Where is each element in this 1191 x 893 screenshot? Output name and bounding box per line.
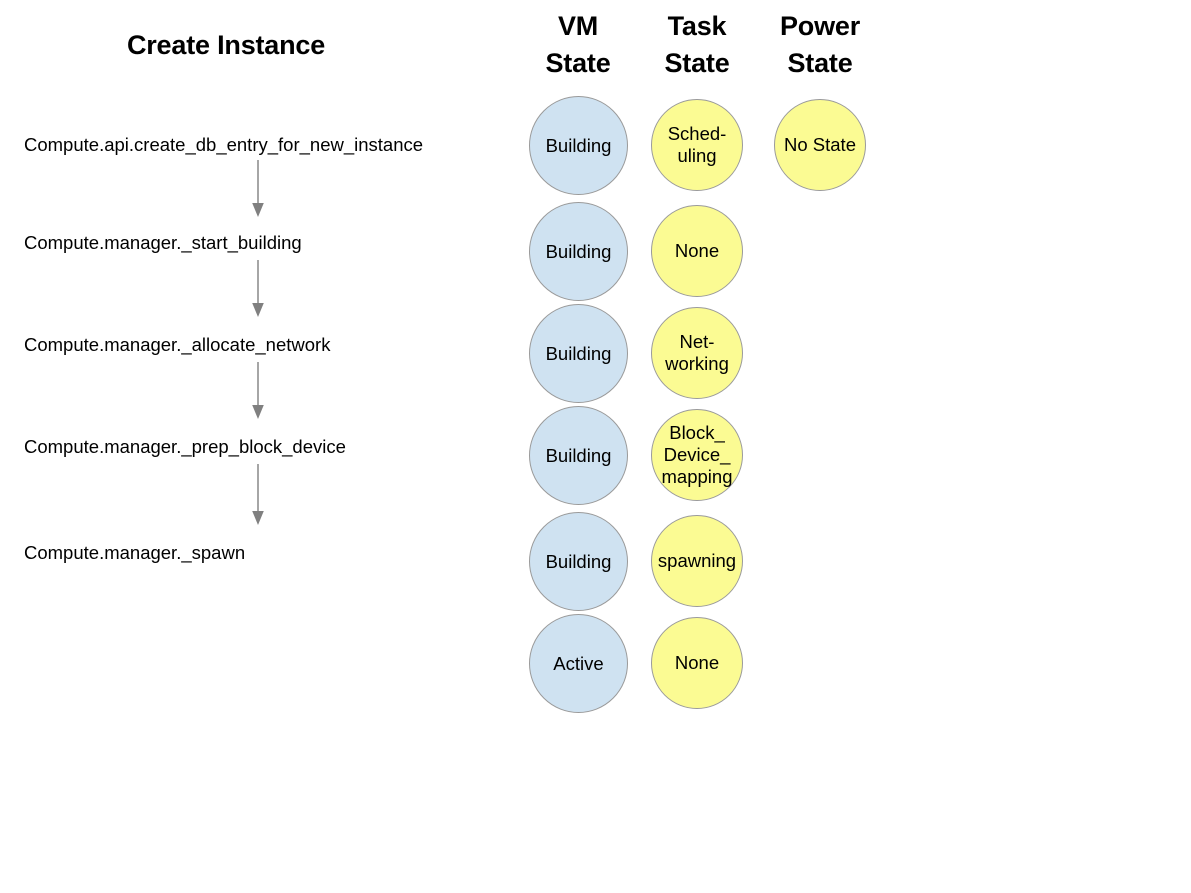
down-arrow-icon-2: [249, 260, 267, 318]
column-header-task-state-line1: Task: [667, 11, 727, 41]
column-header-power-state: Power State: [745, 8, 895, 82]
task-state-circle-4[interactable]: Block_ Device_ mapping: [651, 409, 743, 501]
step-label-3: Compute.manager._allocate_network: [24, 334, 331, 355]
task-state-circle-1[interactable]: Sched- uling: [651, 99, 743, 191]
task-state-circle-6[interactable]: None: [651, 617, 743, 709]
vm-state-label-2: Building: [545, 240, 612, 262]
down-arrow-icon-3: [249, 362, 267, 420]
step-label-2: Compute.manager._start_building: [24, 232, 302, 253]
vm-state-label-5: Building: [545, 550, 612, 572]
column-header-power-state-line2: State: [787, 48, 853, 78]
vm-state-label-3: Building: [545, 342, 612, 364]
column-header-power-state-line1: Power: [779, 11, 861, 41]
step-label-1: Compute.api.create_db_entry_for_new_inst…: [24, 134, 424, 155]
vm-state-circle-2[interactable]: Building: [529, 202, 628, 301]
task-state-label-6: None: [674, 652, 720, 673]
down-arrow-icon-1: [249, 160, 267, 218]
column-header-vm-state: VM State: [503, 8, 653, 82]
vm-state-label-1: Building: [545, 134, 612, 156]
task-state-label-3: Net- working: [665, 331, 729, 374]
power-state-circle-1[interactable]: No State: [774, 99, 866, 191]
task-state-label-1: Sched- uling: [667, 123, 727, 166]
task-state-circle-3[interactable]: Net- working: [651, 307, 743, 399]
power-state-label-1: No State: [784, 134, 856, 155]
task-state-label-2: None: [674, 240, 720, 261]
vm-state-circle-5[interactable]: Building: [529, 512, 628, 611]
vm-state-circle-3[interactable]: Building: [529, 304, 628, 403]
vm-state-circle-6[interactable]: Active: [529, 614, 628, 713]
page-title: Create Instance: [126, 30, 326, 60]
vm-state-circle-1[interactable]: Building: [529, 96, 628, 195]
column-header-vm-state-line2: State: [545, 48, 611, 78]
column-header-task-state: Task State: [622, 8, 772, 82]
task-state-label-5: spawning: [657, 550, 737, 571]
column-header-vm-state-line1: VM: [557, 11, 599, 41]
task-state-label-4: Block_ Device_ mapping: [661, 422, 733, 487]
task-state-circle-5[interactable]: spawning: [651, 515, 743, 607]
task-state-circle-2[interactable]: None: [651, 205, 743, 297]
step-label-4: Compute.manager._prep_block_device: [24, 436, 346, 457]
down-arrow-icon-4: [249, 464, 267, 526]
vm-state-circle-4[interactable]: Building: [529, 406, 628, 505]
vm-state-label-6: Active: [553, 652, 604, 674]
step-label-5: Compute.manager._spawn: [24, 542, 246, 563]
column-header-task-state-line2: State: [664, 48, 730, 78]
vm-state-label-4: Building: [545, 444, 612, 466]
